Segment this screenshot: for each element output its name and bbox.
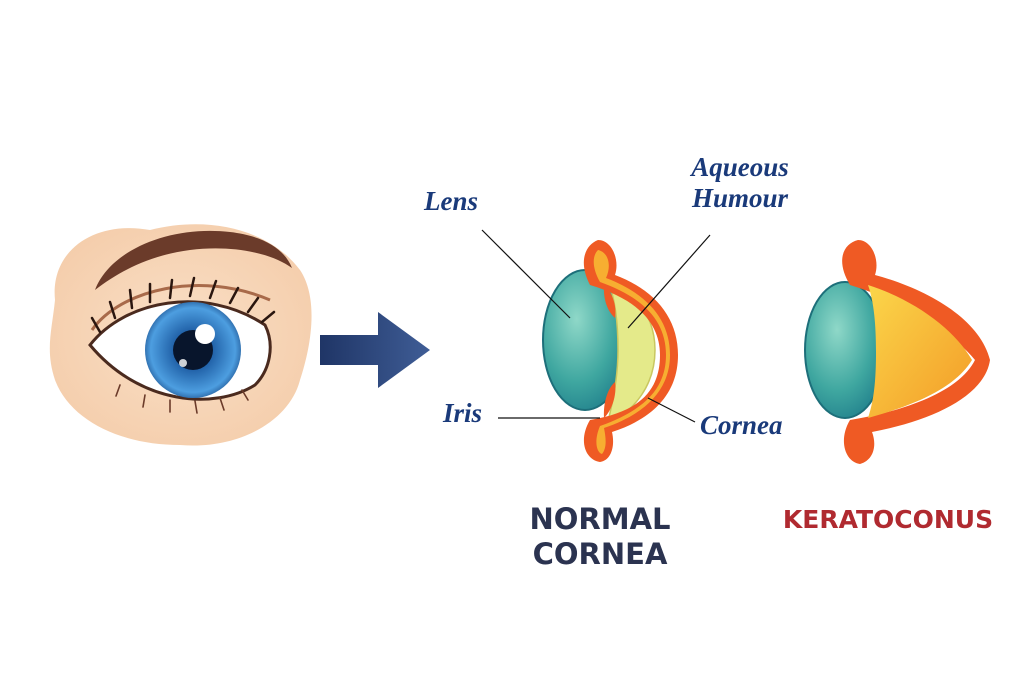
eye-highlight [195, 324, 215, 344]
aqueous-leader-line [627, 234, 711, 329]
normal-caption-line2: CORNEA [532, 536, 668, 571]
lower-lashes [115, 384, 249, 414]
aqueous-label-line2: Humour [691, 183, 789, 214]
lens-leader-line [481, 229, 571, 319]
iris-label: Iris [443, 398, 483, 428]
cornea-leader-line [647, 397, 696, 423]
keratoconus-cornea-diagram [804, 240, 990, 464]
cornea-label: Cornea [700, 410, 783, 440]
eyebrow [95, 230, 292, 290]
kerato-cornea-shape [842, 240, 990, 464]
eye-illustration [49, 224, 312, 446]
upper-lashes [90, 276, 276, 334]
cornea-inner-shape [593, 250, 670, 454]
iris-shape-upper [603, 285, 616, 318]
aqueous-humour-label: Aqueous Humour [675, 152, 805, 214]
iris-shape-lower [603, 382, 616, 418]
eye-highlight-small [179, 359, 187, 367]
arrow-icon [320, 312, 430, 388]
kerato-cone-shape [868, 285, 972, 418]
aqueous-label-line1: Aqueous [691, 152, 789, 182]
keratoconus-caption: KERATOCONUS [782, 505, 994, 534]
eyelid-crease [90, 284, 271, 331]
normal-cornea-diagram [481, 229, 711, 462]
cornea-shape [583, 240, 678, 462]
normal-caption-line1: NORMAL [529, 502, 671, 536]
lens-label: Lens [424, 186, 478, 216]
normal-cornea-caption: NORMAL CORNEA [510, 502, 690, 572]
